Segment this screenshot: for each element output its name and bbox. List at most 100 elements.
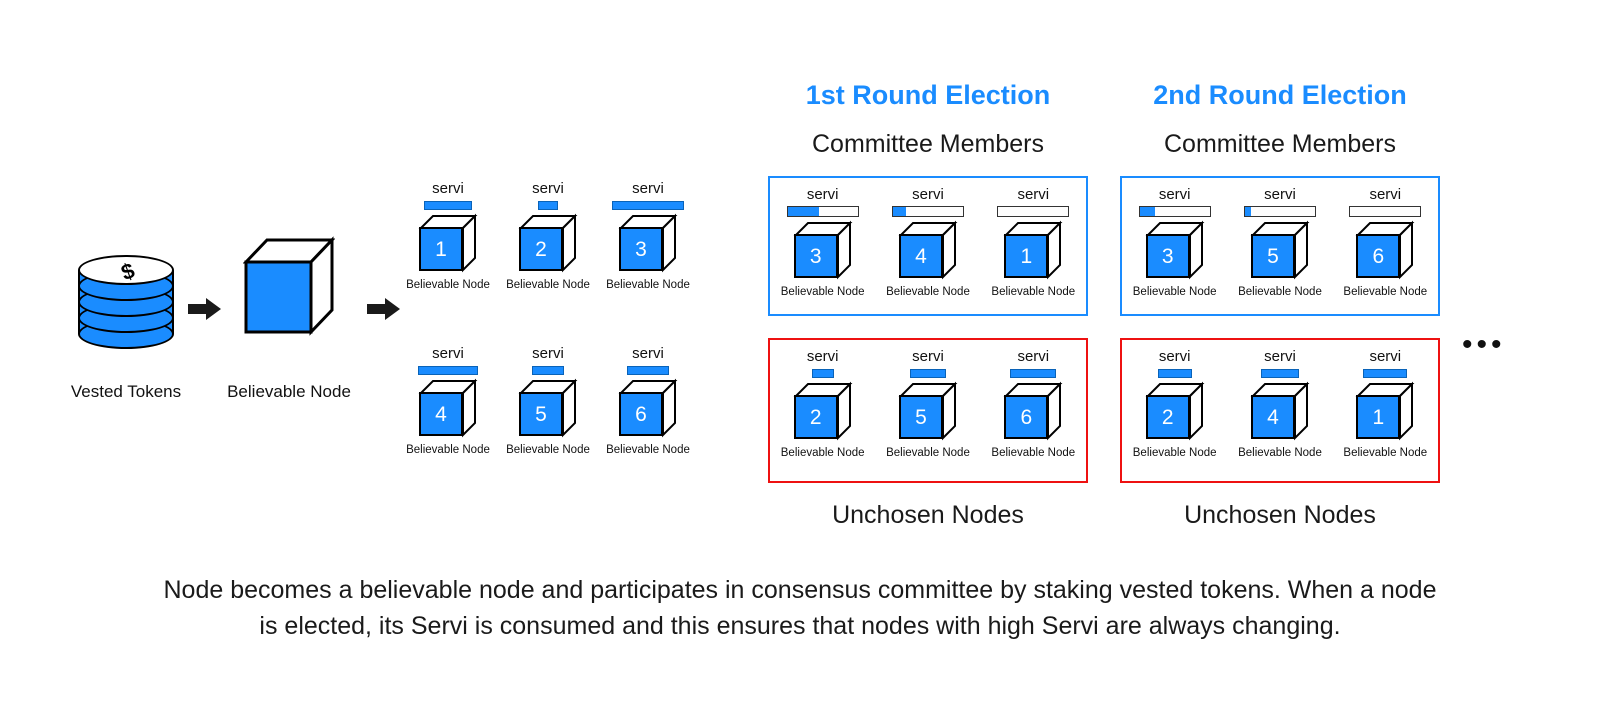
servi-label: servi — [532, 345, 564, 362]
node-unit: servi 1 Believable Node — [1335, 348, 1435, 459]
servi-label: servi — [632, 180, 664, 197]
node-id: 2 — [793, 395, 838, 439]
servi-bar — [1260, 369, 1299, 378]
servi-bar — [909, 369, 946, 378]
node-cube: 3 — [793, 220, 853, 284]
caption-line-1: Node becomes a believable node and parti… — [163, 576, 1437, 604]
arrow-right-icon — [367, 296, 401, 322]
node-unit: servi 5 Believable Node — [1230, 186, 1330, 298]
node-cube: 6 — [1355, 220, 1415, 284]
believable-node-cube — [242, 232, 336, 340]
node-cube: 5 — [898, 381, 958, 445]
node-id: 6 — [1004, 395, 1049, 439]
node-cube: 4 — [418, 378, 478, 442]
servi-bar — [627, 366, 669, 375]
servi-bar — [1363, 369, 1408, 378]
node-unit: servi 6 Believable Node — [983, 348, 1083, 459]
node-unit: servi 5 Believable Node — [498, 345, 598, 456]
node-id: 3 — [619, 227, 663, 271]
servi-bar-fill — [1139, 207, 1156, 216]
servi-label: servi — [806, 348, 839, 365]
node-id: 3 — [793, 234, 838, 278]
node-id: 5 — [519, 392, 563, 436]
node-caption: Believable Node — [606, 444, 690, 456]
round-1-committee-box: servi 3 Believable Node servi — [768, 176, 1088, 316]
diagram-caption: Node becomes a believable node and parti… — [0, 572, 1600, 644]
node-caption: Believable Node — [1343, 447, 1428, 459]
node-caption: Believable Node — [1238, 447, 1322, 459]
servi-bar-fill — [787, 207, 820, 216]
node-unit: servi 4 Believable Node — [1230, 348, 1330, 459]
node-cube: 2 — [793, 381, 853, 445]
node-caption: Believable Node — [406, 279, 490, 291]
servi-label: servi — [1264, 186, 1296, 203]
servi-bar — [1010, 369, 1057, 378]
servi-bar — [418, 366, 478, 375]
node-cube: 1 — [418, 213, 478, 277]
node-unit: servi 3 Believable Node — [598, 180, 698, 291]
round-1-unchosen-box: servi 2 Believable Node servi — [768, 338, 1088, 483]
node-caption: Believable Node — [886, 286, 970, 298]
node-caption: Believable Node — [1132, 286, 1217, 298]
node-id: 6 — [1356, 234, 1401, 278]
node-id: 3 — [1145, 234, 1190, 278]
servi-label: servi — [1264, 348, 1296, 365]
servi-label: servi — [1369, 348, 1402, 365]
node-unit: servi 4 Believable Node — [398, 345, 498, 456]
node-id: 1 — [1004, 234, 1049, 278]
round-1-title: 1st Round Election — [805, 80, 1051, 110]
servi-bar — [424, 201, 472, 210]
servi-bar-track — [1138, 206, 1211, 217]
servi-label: servi — [532, 180, 564, 197]
node-caption: Believable Node — [780, 286, 865, 298]
servi-bar-track — [1243, 206, 1316, 217]
node-unit: servi 2 Believable Node — [498, 180, 598, 291]
vested-tokens-label: Vested Tokens — [70, 382, 182, 401]
servi-bar — [538, 201, 558, 210]
node-id: 4 — [419, 392, 463, 436]
caption-line-2: is elected, its Servi is consumed and th… — [259, 612, 1341, 640]
node-unit: servi 6 Believable Node — [598, 345, 698, 456]
round-2-unchosen-title: Unchosen Nodes — [1184, 501, 1376, 529]
servi-bar-track — [786, 206, 859, 217]
node-cube: 6 — [618, 378, 678, 442]
node-caption: Believable Node — [406, 444, 490, 456]
node-id: 2 — [519, 227, 563, 271]
servi-label: servi — [432, 180, 464, 197]
node-cube: 1 — [1355, 381, 1415, 445]
servi-label: servi — [632, 345, 664, 362]
servi-label: servi — [912, 348, 944, 365]
servi-label: servi — [1158, 348, 1191, 365]
node-caption: Believable Node — [991, 447, 1076, 459]
servi-bar — [612, 201, 684, 210]
node-pool-row-1: servi 1 Believable Node servi 2 Be — [398, 180, 698, 291]
node-cube: 5 — [1250, 220, 1310, 284]
node-cube: 6 — [1003, 381, 1063, 445]
servi-bar-fill — [1244, 207, 1252, 216]
node-unit: servi 3 Believable Node — [1125, 186, 1225, 298]
more-rounds-ellipsis: ••• — [1462, 328, 1506, 361]
node-unit: servi 1 Believable Node — [398, 180, 498, 291]
servi-label: servi — [912, 186, 944, 203]
vested-tokens-icon: $ — [78, 255, 174, 355]
servi-bar-track — [997, 206, 1070, 217]
node-caption: Believable Node — [1132, 447, 1217, 459]
node-caption: Believable Node — [506, 279, 590, 291]
round-1-unchosen-title: Unchosen Nodes — [832, 501, 1024, 529]
node-caption: Believable Node — [1238, 286, 1322, 298]
round-2-title: 2nd Round Election — [1153, 80, 1407, 110]
servi-label: servi — [1158, 186, 1191, 203]
servi-label: servi — [1017, 186, 1050, 203]
servi-bar-fill — [892, 207, 906, 216]
arrow-right-icon — [188, 296, 222, 322]
servi-bar — [1157, 369, 1192, 378]
node-unit: servi 1 Believable Node — [983, 186, 1083, 298]
node-unit: servi 4 Believable Node — [878, 186, 978, 298]
servi-bar — [811, 369, 834, 378]
node-caption: Believable Node — [1343, 286, 1428, 298]
node-id: 4 — [1250, 395, 1295, 439]
round-2-committee-title: Committee Members — [1164, 130, 1396, 158]
node-id: 5 — [1250, 234, 1295, 278]
node-cube: 5 — [518, 378, 578, 442]
